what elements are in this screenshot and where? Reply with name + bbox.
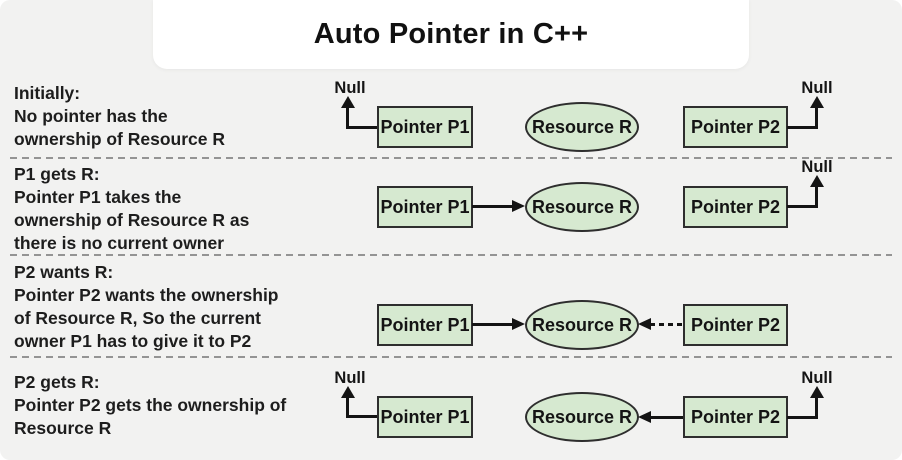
null-elbow-line (346, 126, 377, 129)
section-divider (10, 356, 892, 358)
pointer-p2-node: Pointer P2 (683, 396, 788, 438)
caption-line: owner P1 has to give it to P2 (14, 331, 252, 351)
null-arrow-up-icon (810, 96, 824, 108)
caption-line: Pointer P2 gets the ownership of (14, 395, 287, 415)
request-arrow-head-icon (638, 318, 651, 330)
pointer-p2-label: Pointer P2 (690, 406, 781, 427)
section-divider (10, 157, 892, 159)
ownership-arrow-head-icon (638, 411, 651, 423)
null-elbow-line (787, 205, 818, 208)
resource-label: Resource R (531, 314, 633, 335)
request-dashed-arrow-line (650, 323, 683, 326)
pointer-p1-node: Pointer P1 (377, 186, 473, 228)
pointer-p2-label: Pointer P2 (690, 116, 781, 137)
pointer-p2-label: Pointer P2 (690, 196, 781, 217)
null-label: Null (801, 158, 833, 176)
null-arrow-up-icon (810, 175, 824, 187)
pointer-p2-node: Pointer P2 (683, 304, 788, 346)
caption-line: P1 gets R: (14, 164, 100, 184)
null-elbow-line (346, 398, 349, 418)
pointer-p2-label: Pointer P2 (690, 314, 781, 335)
null-elbow-line (346, 415, 377, 418)
null-elbow-line (815, 187, 818, 207)
caption-line: No pointer has the (14, 106, 168, 126)
stage-2-caption: P1 gets R: Pointer P1 takes the ownershi… (14, 163, 249, 255)
ownership-arrow-line (472, 205, 513, 208)
resource-label: Resource R (531, 116, 633, 137)
ownership-arrow-line (472, 323, 513, 326)
null-elbow-line (815, 398, 818, 418)
caption-line: Pointer P1 takes the (14, 187, 182, 207)
resource-label: Resource R (531, 196, 633, 217)
pointer-p2-node: Pointer P2 (683, 106, 788, 148)
null-label: Null (334, 369, 366, 387)
pointer-p1-node: Pointer P1 (377, 304, 473, 346)
pointer-p1-label: Pointer P1 (380, 406, 470, 427)
caption-line: there is no current owner (14, 233, 225, 253)
resource-label: Resource R (531, 406, 633, 427)
stage-3-caption: P2 wants R: Pointer P2 wants the ownersh… (14, 261, 279, 353)
pointer-p2-node: Pointer P2 (683, 186, 788, 228)
stage-4-caption: P2 gets R: Pointer P2 gets the ownership… (14, 371, 286, 440)
resource-node: Resource R (525, 300, 639, 350)
pointer-p1-label: Pointer P1 (380, 314, 470, 335)
pointer-p1-label: Pointer P1 (380, 196, 470, 217)
ownership-arrow-line (650, 416, 683, 419)
null-elbow-line (787, 126, 818, 129)
null-arrow-up-icon (810, 386, 824, 398)
page-title: Auto Pointer in C++ (313, 18, 589, 50)
pointer-p1-node: Pointer P1 (377, 396, 473, 438)
caption-line: P2 wants R: (14, 262, 114, 282)
caption-line: ownership of Resource R (14, 129, 226, 149)
caption-line: Pointer P2 wants the ownership (14, 285, 279, 305)
ownership-arrow-head-icon (512, 200, 525, 212)
caption-line: P2 gets R: (14, 372, 100, 392)
null-elbow-line (346, 108, 349, 128)
resource-node: Resource R (525, 102, 639, 152)
null-label: Null (801, 79, 833, 97)
null-arrow-up-icon (341, 386, 355, 398)
pointer-p1-label: Pointer P1 (380, 116, 470, 137)
ownership-arrow-head-icon (512, 318, 525, 330)
null-label: Null (801, 369, 833, 387)
resource-node: Resource R (525, 392, 639, 442)
section-divider (10, 254, 892, 256)
caption-line: Resource R (14, 418, 112, 438)
pointer-p1-node: Pointer P1 (377, 106, 473, 148)
caption-line: of Resource R, So the current (14, 308, 261, 328)
stage-1-caption: Initially: No pointer has the ownership … (14, 82, 225, 151)
caption-line: ownership of Resource R as (14, 210, 250, 230)
null-label: Null (334, 79, 366, 97)
caption-line: Initially: (14, 83, 81, 103)
null-elbow-line (815, 108, 818, 128)
null-elbow-line (787, 416, 818, 419)
resource-node: Resource R (525, 182, 639, 232)
title-box: Auto Pointer in C++ (153, 0, 749, 69)
null-arrow-up-icon (341, 96, 355, 108)
